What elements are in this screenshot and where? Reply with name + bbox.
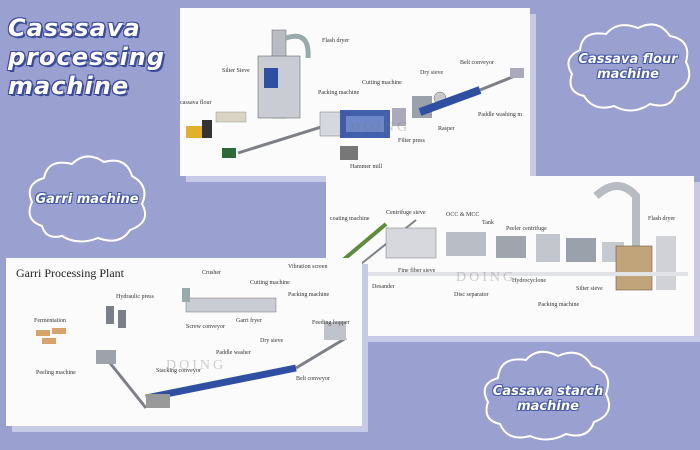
label-dry-sieve: Dry sieve <box>260 338 284 344</box>
label-peeling-machine: Peeling machine <box>36 370 76 376</box>
cloud-flour-machine: Cassava flour machine <box>562 18 694 114</box>
label-tank: Tank <box>482 220 494 226</box>
label-hydraulic-press: Hydraulic press <box>116 294 154 300</box>
label-hydrocyclone: Hydrocyclone <box>512 278 546 284</box>
label-silter-sieve: Silter Sieve <box>222 68 250 74</box>
cloud-flour-line-2: machine <box>597 67 659 82</box>
label-filter-press: Filter press <box>398 138 425 144</box>
garri-plant-title: Garri Processing Plant <box>16 266 124 280</box>
label-feeding-hopper: Feeding hopper <box>312 320 350 326</box>
label-vibration-screen: Vibration screen <box>288 264 328 270</box>
label-packing-machine: Packing machine <box>288 292 330 298</box>
label-rasper: Rasper <box>438 126 455 132</box>
cloud-garri-machine: Garri machine <box>22 150 152 246</box>
headline-line-1: Casssava <box>8 14 141 42</box>
label-flash-dryer: Flash dryer <box>648 216 676 222</box>
label-disc-separator: Disc separator <box>454 292 489 298</box>
cloud-shape <box>567 23 691 112</box>
cloud-garri-line-1: Garri machine <box>35 192 139 207</box>
cloud-starch-line-2: machine <box>517 399 579 414</box>
label-flash-dryer: Flash dryer <box>322 38 350 44</box>
cloud-starch-line-1: Cassava starch <box>492 384 604 399</box>
label-silter-sieve: Silter sieve <box>576 286 603 292</box>
label-crusher: Crusher <box>202 270 221 276</box>
label-stacking-conveyor: Stacking conveyor <box>156 368 201 374</box>
label-cutting-machine: Cutting machine <box>250 280 290 286</box>
label-belt-conveyor: Belt conveyor <box>296 376 330 382</box>
label-fine-fiber-sieve: Fine fiber sieve <box>398 268 436 274</box>
watermark: DOING <box>456 270 517 285</box>
label-coating-machine: coating machine <box>330 216 370 222</box>
label-packing-machine: Packing machine <box>318 90 360 96</box>
headline: Casssava processing machine <box>8 14 183 101</box>
watermark: DOING <box>166 358 227 373</box>
garri-plant-illustration <box>6 258 362 426</box>
label-paddle-washing: Paddle washing m <box>478 112 522 118</box>
cloud-shape <box>483 350 610 441</box>
label-hammer-mill: Hammer mill <box>350 164 383 170</box>
label-garri-fryer: Garri fryer <box>236 318 262 324</box>
label-occ-mcc: OCC & MCC <box>446 212 480 218</box>
label-cutting-machine: Cutting machine <box>362 80 402 86</box>
label-cassava-flour: cassava flour <box>180 100 212 106</box>
headline-line-2: processing <box>8 43 166 71</box>
label-peeler-centrifuge: Peeler centrifuge <box>506 226 547 232</box>
label-centrifuge-sieve: Centrifuge sieve <box>386 210 426 216</box>
label-belt-conveyor: Belt conveyor <box>460 60 494 66</box>
label-desander: Desander <box>372 284 395 290</box>
label-fermentation: Fermentation <box>34 318 66 324</box>
cloud-starch-machine: Cassava starch machine <box>478 344 618 444</box>
label-paddle-washer: Paddle washer <box>216 350 251 356</box>
cloud-flour-line-1: Cassava flour <box>578 52 678 67</box>
cloud-shape <box>28 155 146 243</box>
flour-plant-illustration <box>180 8 530 176</box>
starch-plant-illustration <box>326 176 694 336</box>
starch-plant-image: coating machine Centrifuge sieve OCC & M… <box>326 176 694 336</box>
label-dry-sieve: Dry sieve <box>420 70 444 76</box>
flour-plant-image: Flash dryer Silter Sieve cassava flour P… <box>180 8 530 176</box>
label-packing-machine: Packing machine <box>538 302 580 308</box>
garri-plant-image: Garri Processing Plant Crusher Vibration… <box>6 258 362 426</box>
label-screw-conveyor: Screw conveyor <box>186 324 225 330</box>
watermark: DOING <box>350 120 411 135</box>
headline-line-3: machine <box>8 72 130 100</box>
